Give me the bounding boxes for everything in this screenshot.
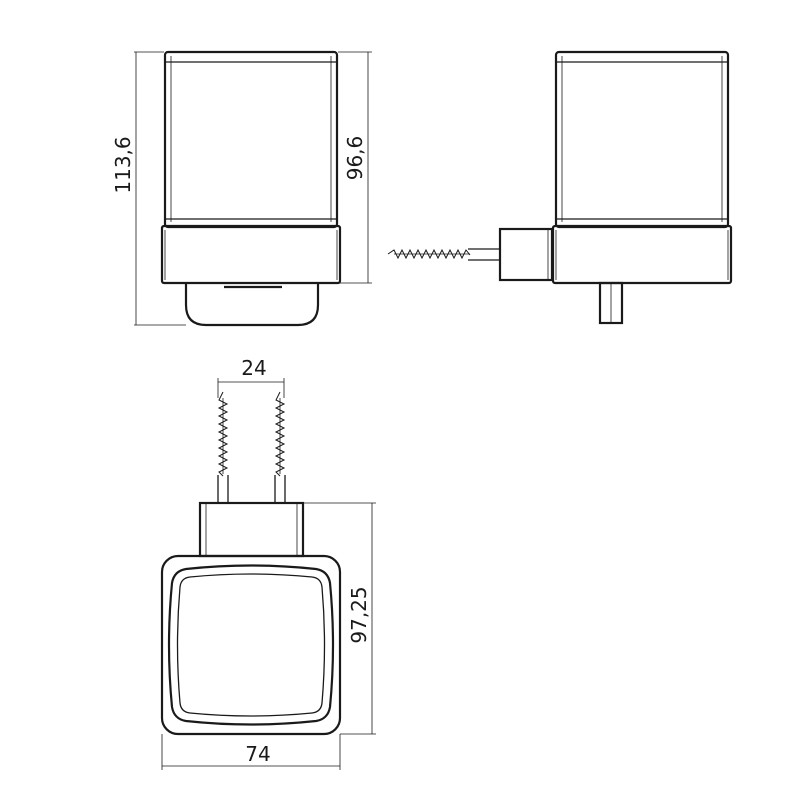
side-holder — [551, 224, 733, 285]
dim-width: 74 — [245, 742, 270, 766]
dim-screw-spacing: 24 — [241, 356, 266, 380]
top-view: 24 97,25 74 — [160, 356, 376, 770]
side-glass — [554, 50, 730, 229]
top-screw-right — [274, 391, 286, 503]
front-glass — [163, 50, 339, 229]
front-holder — [160, 224, 342, 285]
top-holder-inner — [167, 564, 335, 726]
dim-depth: 97,25 — [347, 586, 371, 643]
dim-overall-height: 113,6 — [111, 136, 135, 193]
top-bracket — [198, 501, 305, 558]
side-wall-plate — [498, 227, 554, 282]
dim-glass-height: 96,6 — [343, 136, 367, 181]
top-screw-left — [217, 391, 229, 503]
side-screw — [387, 248, 471, 260]
front-tray — [184, 283, 320, 327]
top-holder-outer — [160, 554, 342, 736]
side-view — [387, 50, 733, 325]
front-view: 113,6 96,6 — [111, 50, 372, 327]
